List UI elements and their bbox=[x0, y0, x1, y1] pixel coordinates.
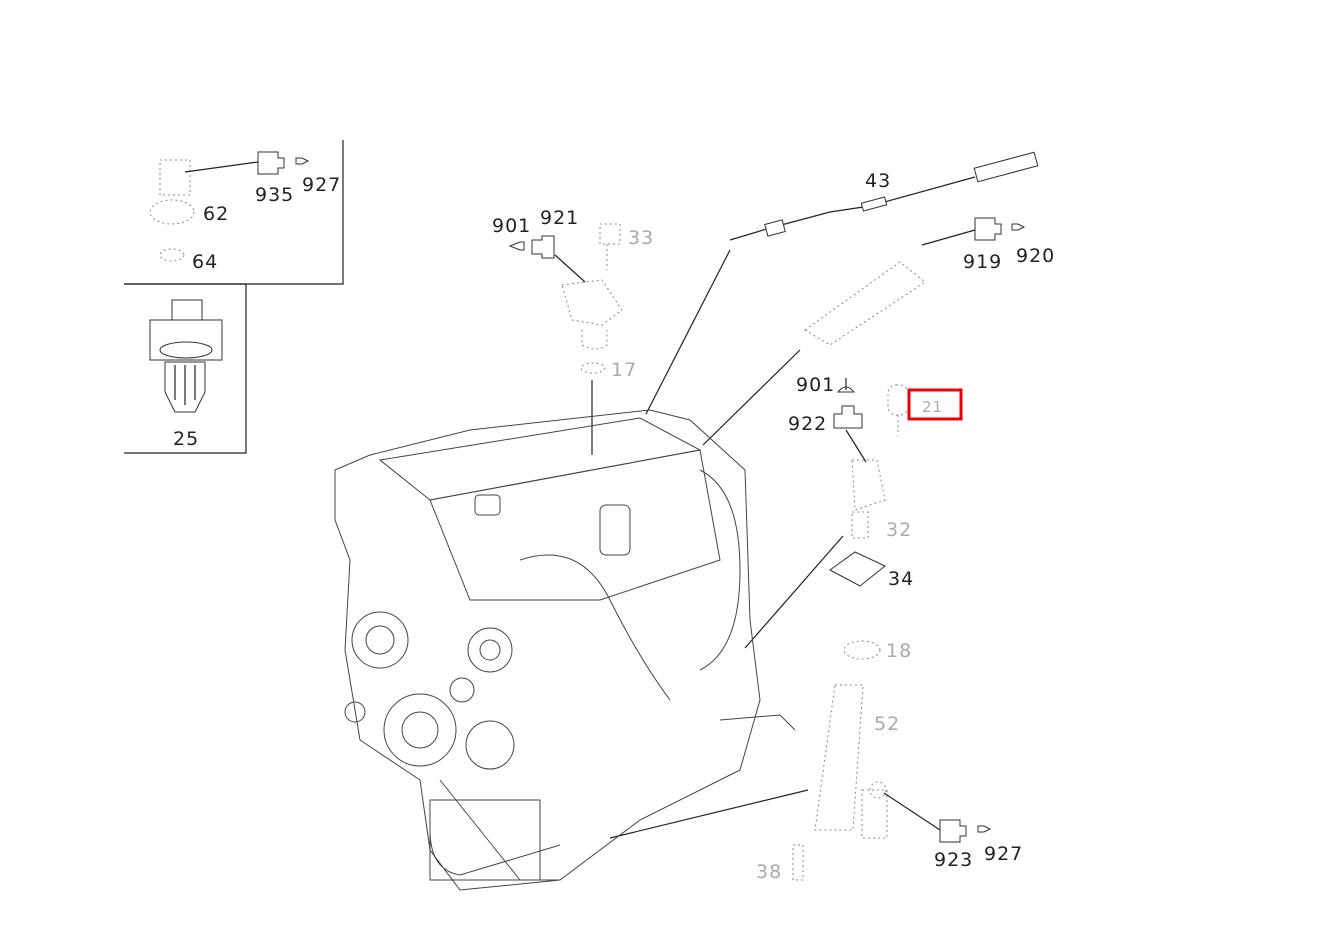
label-33[interactable]: 33 bbox=[628, 227, 654, 249]
connector-921-icon bbox=[508, 235, 586, 283]
connector-922-icon bbox=[833, 378, 867, 463]
label-43[interactable]: 43 bbox=[865, 170, 891, 192]
label-922[interactable]: 922 bbox=[788, 413, 827, 435]
label-935[interactable]: 935 bbox=[255, 184, 294, 206]
gasket-34-drawing bbox=[829, 551, 886, 587]
label-920[interactable]: 920 bbox=[1016, 245, 1055, 267]
label-923[interactable]: 923 bbox=[934, 849, 973, 871]
highlight-box bbox=[907, 388, 963, 421]
connector-935-icon bbox=[257, 151, 310, 175]
label-21[interactable]: 21 bbox=[922, 398, 943, 416]
engine-drawing bbox=[334, 409, 796, 891]
label-18[interactable]: 18 bbox=[886, 640, 912, 662]
label-32[interactable]: 32 bbox=[886, 519, 912, 541]
label-919[interactable]: 919 bbox=[963, 251, 1002, 273]
cable-43-drawing bbox=[645, 151, 1039, 415]
label-25[interactable]: 25 bbox=[173, 428, 199, 450]
sensor-32-drawing bbox=[744, 384, 909, 649]
label-62[interactable]: 62 bbox=[203, 203, 229, 225]
label-927-top[interactable]: 927 bbox=[302, 174, 341, 196]
sensor-919-drawing bbox=[702, 217, 1026, 446]
label-38[interactable]: 38 bbox=[756, 861, 782, 883]
label-64[interactable]: 64 bbox=[192, 251, 218, 273]
label-927-bottom[interactable]: 927 bbox=[984, 843, 1023, 865]
label-34[interactable]: 34 bbox=[888, 568, 914, 590]
label-17[interactable]: 17 bbox=[611, 359, 637, 381]
sensor-17-drawing bbox=[561, 223, 623, 455]
oil-sensor-52-drawing bbox=[609, 640, 992, 881]
label-901-a[interactable]: 901 bbox=[492, 215, 531, 237]
sensor-25-drawing bbox=[149, 299, 223, 413]
label-921[interactable]: 921 bbox=[540, 207, 579, 229]
inset-frames bbox=[124, 140, 344, 454]
label-52[interactable]: 52 bbox=[874, 713, 900, 735]
sensor-62-drawing bbox=[149, 159, 259, 262]
label-901-c[interactable]: 901 bbox=[796, 374, 835, 396]
